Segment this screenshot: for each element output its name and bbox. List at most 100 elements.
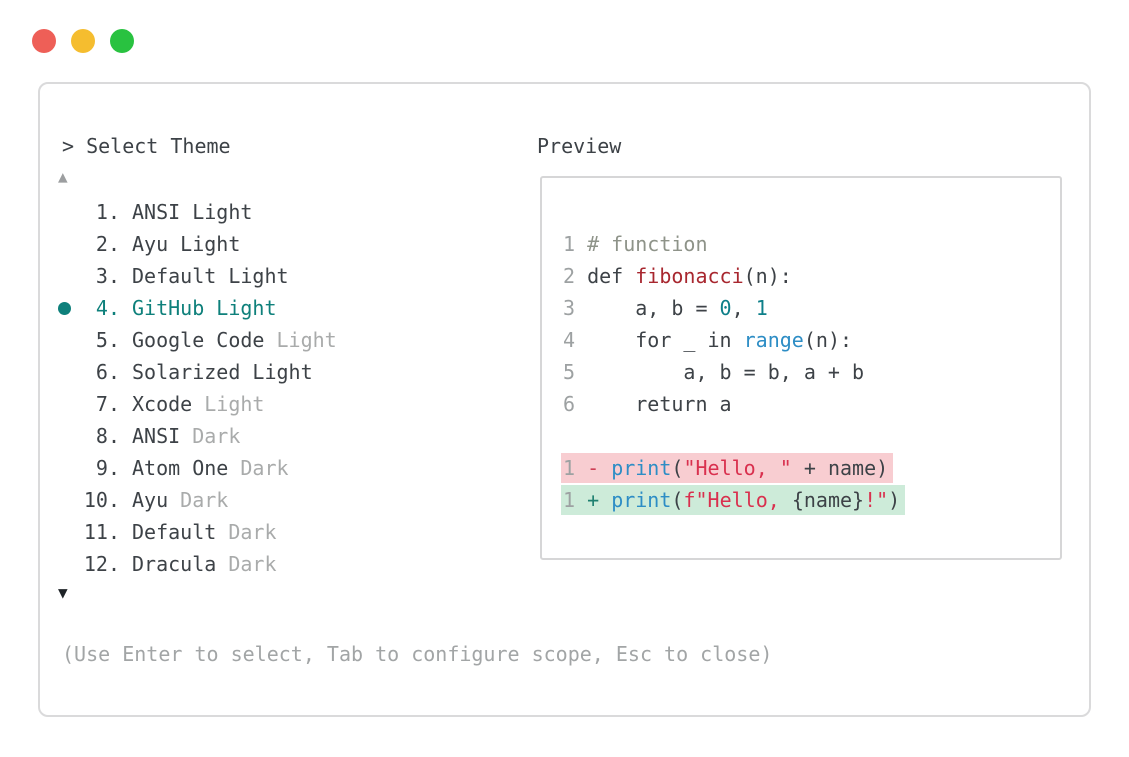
theme-list-item[interactable]: 2. Ayu Light [40, 228, 520, 260]
code-line: 1 # function [563, 228, 1060, 260]
line-number: 4 [563, 328, 588, 352]
theme-variant: Dark [168, 488, 229, 512]
blank-line [563, 420, 1060, 452]
theme-variant: Light [180, 200, 253, 224]
preview-title: Preview [537, 134, 622, 158]
theme-variant: Dark [216, 520, 277, 544]
theme-variant: Light [168, 232, 241, 256]
theme-list-item[interactable]: 7. Xcode Light [40, 388, 520, 420]
theme-variant: Light [216, 264, 289, 288]
theme-name: Dracula [132, 552, 217, 576]
theme-list-item[interactable]: 5. Google Code Light [40, 324, 520, 356]
footer-hint: (Use Enter to select, Tab to configure s… [62, 642, 773, 666]
theme-name: Default [132, 520, 217, 544]
theme-number: 5. [95, 328, 120, 352]
code-token: return a [587, 392, 732, 416]
code-token: def [587, 264, 636, 288]
diff-line: 1 + print(f"Hello, {name}!") [561, 484, 1060, 516]
theme-number: 6. [95, 360, 120, 384]
theme-name: Default [132, 264, 217, 288]
diff-added-sign-icon: + [587, 488, 612, 512]
theme-variant: Light [240, 360, 313, 384]
theme-name: Ayu [132, 232, 169, 256]
scroll-down-icon[interactable]: ▼ [58, 583, 68, 602]
diff-removed-line: 1 - print("Hello, " + name) [561, 453, 894, 483]
code-token: range [743, 328, 804, 352]
minimize-button[interactable] [71, 29, 95, 53]
code-token: print [611, 456, 672, 480]
theme-variant: Dark [180, 424, 241, 448]
code-token: f"Hello, [683, 488, 792, 512]
code-token: fibonacci [635, 264, 744, 288]
code-token: ( [671, 456, 684, 480]
line-number: 6 [563, 392, 588, 416]
theme-variant: Light [204, 296, 277, 320]
line-number: 5 [563, 360, 588, 384]
line-number: 1 [563, 232, 588, 256]
theme-number: 3. [95, 264, 120, 288]
code-token: 1 [755, 296, 768, 320]
theme-variant: Light [264, 328, 337, 352]
theme-number: 7. [95, 392, 120, 416]
code-token: ) [888, 488, 901, 512]
code-line: 2 def fibonacci(n): [563, 260, 1060, 292]
theme-name: ANSI [132, 424, 181, 448]
theme-number: 12. [83, 552, 120, 576]
selected-bullet-icon [58, 302, 82, 315]
theme-list-item[interactable]: 10.Ayu Dark [40, 484, 520, 516]
scroll-up-icon[interactable]: ▲ [58, 167, 68, 186]
theme-variant: Dark [228, 456, 289, 480]
theme-number: 9. [95, 456, 120, 480]
theme-list-item[interactable]: 1. ANSI Light [40, 196, 520, 228]
code-token: 0 [719, 296, 732, 320]
code-line: 6 return a [563, 388, 1060, 420]
code-token: for _ in [587, 328, 744, 352]
diff-line: 1 - print("Hello, " + name) [561, 452, 1060, 484]
theme-list-item[interactable]: 6.Solarized Light [40, 356, 520, 388]
theme-name: GitHub [132, 296, 205, 320]
theme-variant: Light [192, 392, 265, 416]
code-token: {name} [791, 488, 865, 512]
theme-name: Ayu [132, 488, 169, 512]
maximize-button[interactable] [110, 29, 134, 53]
theme-name: Google Code [132, 328, 265, 352]
theme-number: 2. [95, 232, 120, 256]
theme-number: 11. [83, 520, 120, 544]
diff-added-line: 1 + print(f"Hello, {name}!") [561, 485, 906, 515]
theme-name: Xcode [132, 392, 193, 416]
line-number: 1 [563, 456, 588, 480]
theme-variant: Dark [216, 552, 277, 576]
code-token: a, b = [587, 296, 720, 320]
code-token: print [611, 488, 672, 512]
code-token: (n): [803, 328, 853, 352]
theme-list-item[interactable]: 3. Default Light [40, 260, 520, 292]
select-theme-title: > Select Theme [62, 134, 231, 158]
code-token: # function [587, 232, 708, 256]
theme-list-item[interactable]: 12. Dracula Dark [40, 548, 520, 580]
code-line: 3 a, b = 0, 1 [563, 292, 1060, 324]
close-button[interactable] [32, 29, 56, 53]
diff-removed-sign-icon: - [587, 456, 612, 480]
code-token: , [731, 296, 756, 320]
line-number: 1 [563, 488, 588, 512]
code-line: 5 a, b = b, a + b [563, 356, 1060, 388]
theme-list-item[interactable]: 11. Default Dark [40, 516, 520, 548]
code-token: + name) [791, 456, 889, 480]
theme-selector-panel: > Select Theme ▲ 1. ANSI Light 2. Ayu Light… [38, 82, 1091, 717]
theme-list-item[interactable]: 8. ANSI Dark [40, 420, 520, 452]
theme-number: 8. [95, 424, 120, 448]
theme-number: 1. [95, 200, 120, 224]
theme-name: ANSI [132, 200, 181, 224]
code-token: ( [671, 488, 684, 512]
code-token: "Hello, " [683, 456, 792, 480]
line-number: 3 [563, 296, 588, 320]
theme-list-item[interactable]: 4.GitHub Light [40, 292, 520, 324]
code-line: 4 for _ in range(n): [563, 324, 1060, 356]
window-controls [32, 29, 134, 53]
theme-list-item[interactable]: 9.Atom One Dark [40, 452, 520, 484]
code-token: !" [864, 488, 889, 512]
